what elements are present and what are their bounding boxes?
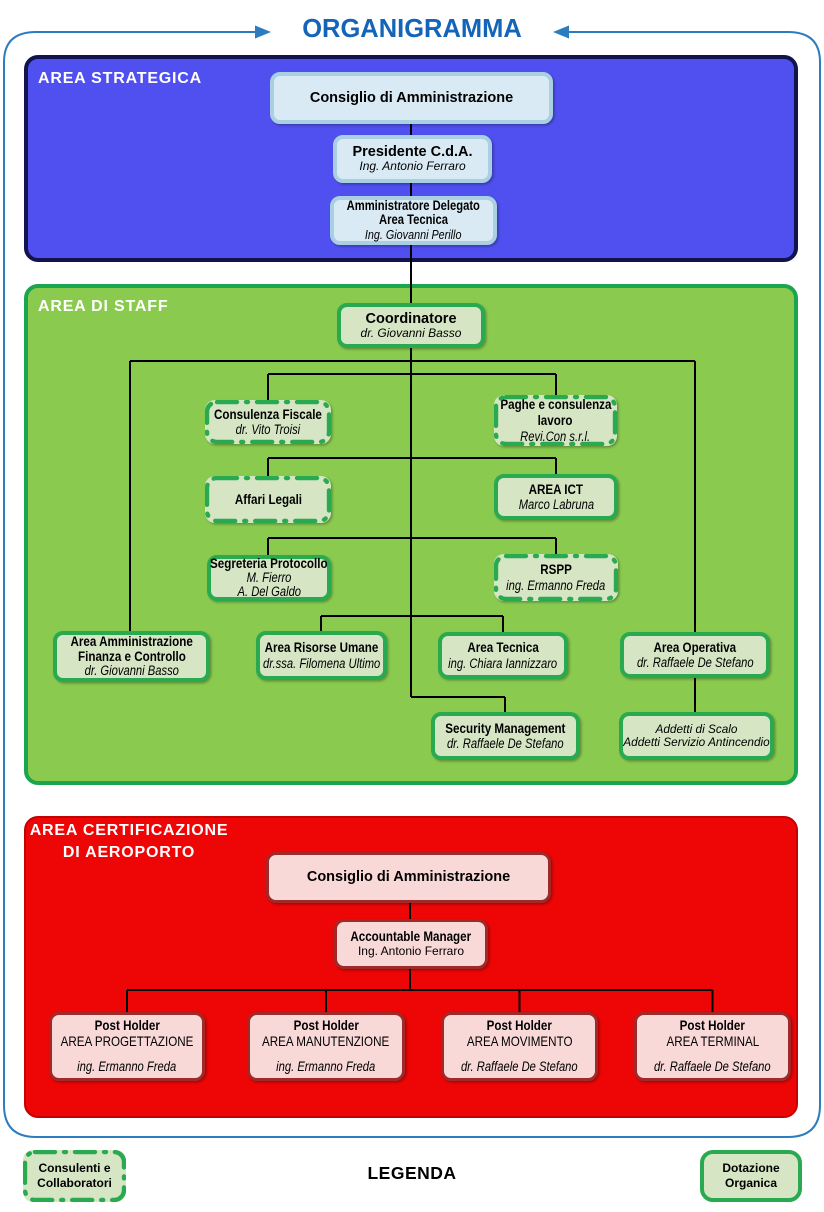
box-addetti-scalo: Addetti di Scalo Addetti Servizio Antinc…	[619, 712, 774, 760]
box-post-holder-movimento: Post Holder AREA MOVIMENTO dr. Raffaele …	[441, 1012, 598, 1081]
area-certificazione-label: AREA CERTIFICAZIONE DI AEROPORTO	[29, 822, 229, 861]
legend-dotazione-organica: Dotazione Organica	[700, 1150, 802, 1202]
box-post-holder-terminal: Post Holder AREA TERMINAL dr. Raffaele D…	[634, 1012, 791, 1081]
box-rspp: RSPP ing. Ermanno Freda	[494, 554, 618, 601]
box-consulenza-fiscale: Consulenza Fiscale dr. Vito Troisi	[205, 400, 331, 444]
page-title: ORGANIGRAMMA	[302, 15, 522, 43]
legend-consulenti-collaboratori: Consulenti e Collaboratori	[23, 1150, 126, 1202]
legend-title: LEGENDA	[367, 1163, 457, 1183]
box-consiglio-amministrazione: Consiglio di Amministrazione	[270, 72, 553, 124]
box-area-operativa: Area Operativa dr. Raffaele De Stefano	[620, 632, 770, 678]
box-affari-legali: Affari Legali	[205, 476, 331, 523]
box-presidente-cda: Presidente C.d.A. Ing. Antonio Ferraro	[333, 135, 492, 183]
box-paghe-consulenza-lavoro: Paghe e consulenza lavoro Revi.Con s.r.l…	[494, 395, 617, 446]
box-segreteria-protocollo: Segreteria Protocollo M. Fierro A. Del G…	[207, 555, 331, 601]
box-security-management: Security Management dr. Raffaele De Stef…	[431, 712, 580, 760]
box-area-ict: AREA ICT Marco Labruna	[494, 474, 618, 520]
area-strategica-label: AREA STRATEGICA	[38, 70, 202, 87]
box-area-tecnica: Area Tecnica ing. Chiara Iannizzaro	[438, 632, 568, 679]
box-post-holder-progettazione: Post Holder AREA PROGETTAZIONE ing. Erma…	[49, 1012, 205, 1081]
box-consiglio-amministrazione-certificazione: Consiglio di Amministrazione	[266, 852, 551, 903]
box-area-amministrazione: Area Amministrazione Finanza e Controllo…	[53, 631, 210, 682]
area-staff-panel	[24, 284, 798, 785]
box-coordinatore: Coordinatore dr. Giovanni Basso	[337, 303, 485, 348]
box-accountable-manager: Accountable Manager Ing. Antonio Ferraro	[334, 919, 488, 969]
box-amministratore-delegato: Amministratore Delegato Area Tecnica Ing…	[330, 196, 497, 245]
box-area-risorse-umane: Area Risorse Umane dr.ssa. Filomena Ulti…	[256, 631, 387, 680]
box-post-holder-manutenzione: Post Holder AREA MANUTENZIONE ing. Erman…	[247, 1012, 405, 1081]
area-staff-label: AREA DI STAFF	[38, 298, 169, 315]
